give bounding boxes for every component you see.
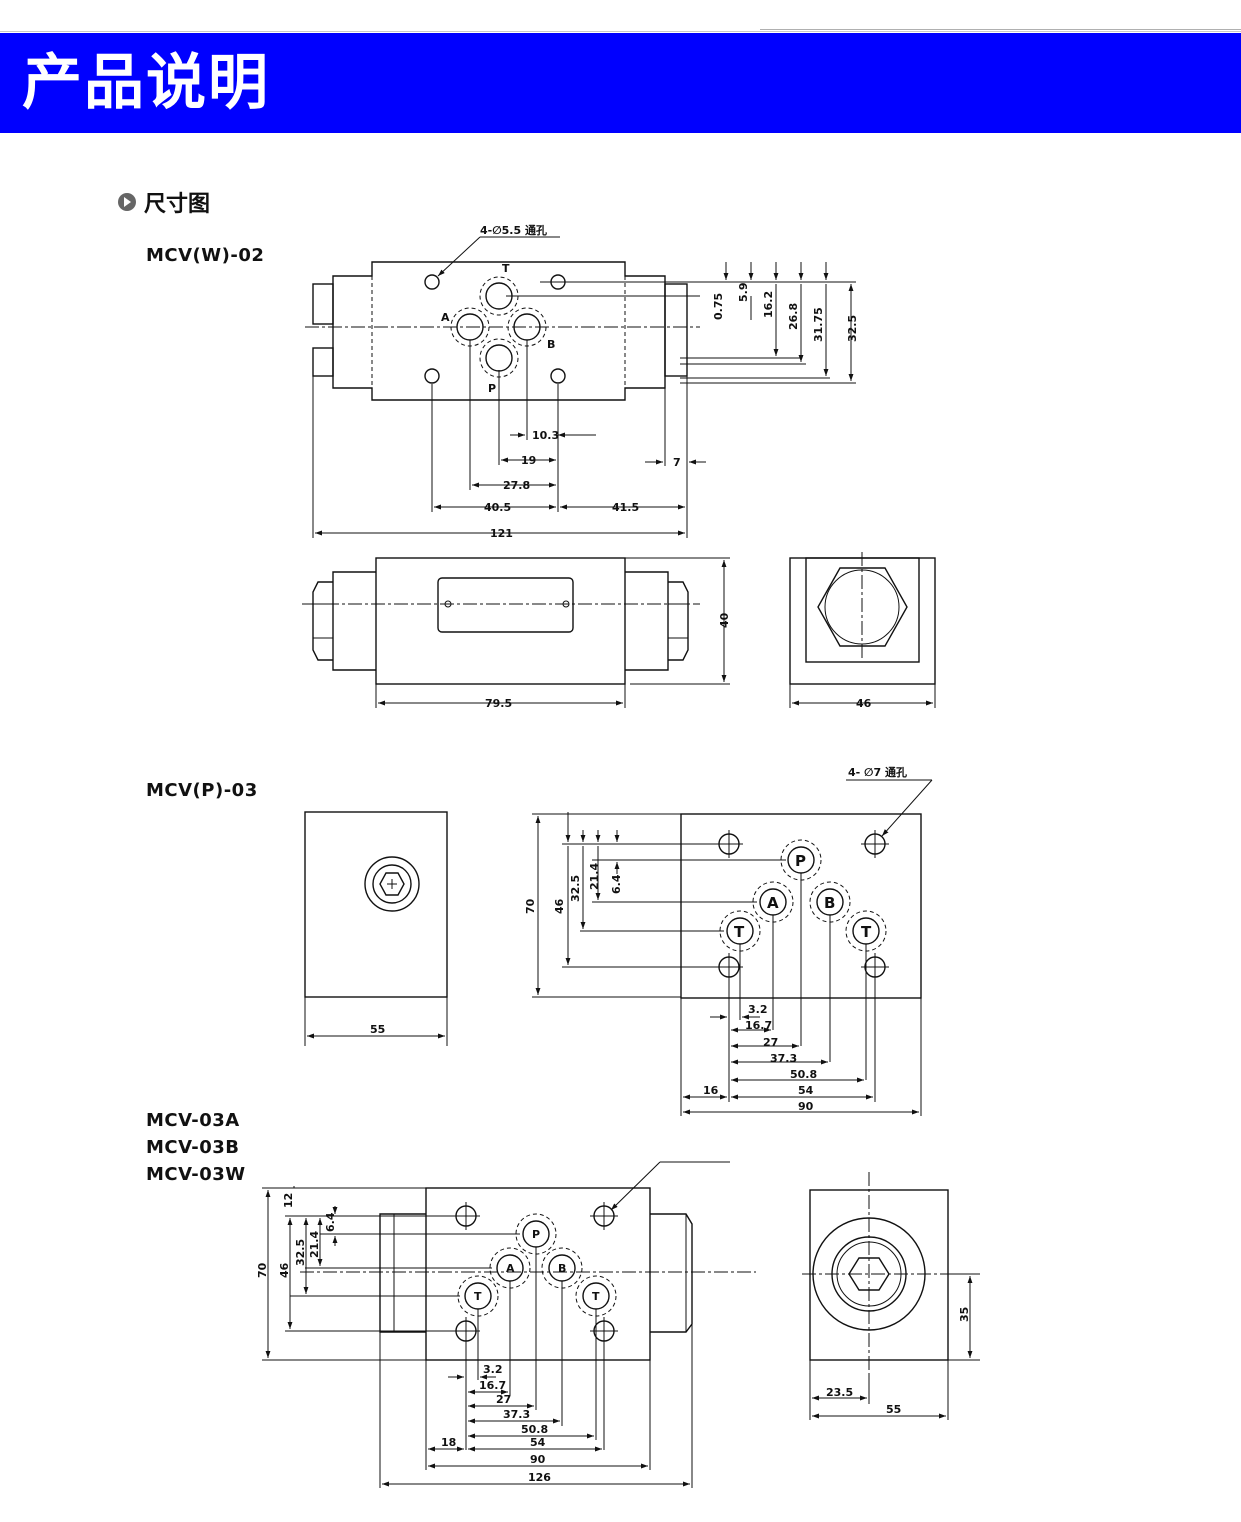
mcvw02-top-nut-right [664, 283, 688, 377]
bullet-play-icon [118, 193, 136, 211]
dim-121: 121 [490, 527, 513, 540]
dim-54: 54 [798, 1084, 814, 1097]
top-rule [0, 31, 1241, 32]
dim-46: 46 [856, 697, 872, 710]
port-label-t: T [861, 923, 872, 941]
mcv03w-top-view: P A B T T 70 46 12 32.5 21.4 6.4 [256, 1161, 756, 1488]
mcvp03-top-view: P A B T T 4- ∅7 通孔 70 46 32.5 21.4 6.4 [524, 766, 933, 1116]
dim-19: 19 [521, 454, 536, 467]
model-label-mcv03b: MCV-03B [146, 1137, 240, 1158]
dim-16-2: 16.2 [762, 291, 775, 318]
model-label-mcvw02: MCV(W)-02 [146, 245, 265, 266]
dim-16-7: 16.7 [479, 1379, 506, 1392]
dim-3-2: 3.2 [748, 1003, 768, 1016]
dim-23-5: 23.5 [826, 1386, 853, 1399]
dim-6-4: 6.4 [610, 874, 623, 894]
dim-50-8: 50.8 [521, 1423, 548, 1436]
mcvw02-top-nut-left-lower [312, 347, 334, 377]
hole-annotation-02: 4-∅5.5 通孔 [480, 224, 547, 237]
port-label-p: P [795, 852, 806, 870]
dim-90: 90 [798, 1100, 814, 1113]
dim-37-3: 37.3 [503, 1408, 530, 1421]
dim-50-8: 50.8 [790, 1068, 817, 1081]
port-label-t: T [734, 923, 745, 941]
dim-21-4: 21.4 [308, 1231, 321, 1258]
port-label-b: B [558, 1262, 566, 1275]
mounting-hole [424, 274, 440, 290]
mcvw02-top-nut-left-upper [312, 283, 334, 325]
mcvw02-front-view: 40 79.5 [302, 557, 731, 710]
mcv03w-side-view: 35 23.5 55 [802, 1172, 980, 1420]
dim-35: 35 [958, 1307, 971, 1322]
dim-26-8: 26.8 [787, 303, 800, 330]
dim-32-5: 32.5 [846, 315, 859, 342]
dim-27-8: 27.8 [503, 479, 530, 492]
section-title: 尺寸图 [144, 192, 211, 217]
model-label-mcv03a: MCV-03A [146, 1110, 240, 1131]
banner-title: 产品说明 [22, 48, 270, 118]
port-label-a: A [506, 1262, 515, 1275]
dim-90: 90 [530, 1453, 546, 1466]
dim-79-5: 79.5 [485, 697, 512, 710]
port-label-p: P [532, 1228, 540, 1241]
dim-12: 12 [282, 1193, 295, 1208]
dim-0-75: 0.75 [712, 293, 725, 320]
mcvw02-side-view: 46 [789, 552, 936, 710]
dim-3-2: 3.2 [483, 1363, 503, 1376]
dim-55: 55 [886, 1403, 901, 1416]
dim-7: 7 [673, 456, 681, 469]
mounting-hole [424, 368, 440, 384]
port-label-a: A [767, 894, 779, 912]
dim-41-5: 41.5 [612, 501, 639, 514]
dim-16: 16 [703, 1084, 719, 1097]
dim-54: 54 [530, 1436, 546, 1449]
port-label-t: T [502, 262, 510, 275]
dim-40-5: 40.5 [484, 501, 511, 514]
dim-70: 70 [524, 898, 537, 914]
mcvp03-side-body [304, 811, 448, 998]
mcv03w-top-body [425, 1187, 651, 1361]
mcv03w-side-body [809, 1189, 949, 1361]
dim-18: 18 [441, 1436, 456, 1449]
dim-21-4: 21.4 [588, 863, 601, 890]
dim-40: 40 [718, 612, 731, 628]
model-label-mcvp03: MCV(P)-03 [146, 780, 258, 801]
mcvw02-top-view: T A B P 4-∅5.5 通孔 0.75 5.9 16.2 26.8 31.… [305, 224, 859, 540]
port-label-t: T [474, 1290, 482, 1303]
dim-32-5: 32.5 [294, 1239, 307, 1266]
dim-46: 46 [278, 1262, 291, 1278]
dim-6-4: 6.4 [324, 1212, 337, 1232]
dim-126: 126 [528, 1471, 551, 1484]
port-label-a: A [441, 311, 450, 324]
hole-annotation-03: 4- ∅7 通孔 [848, 766, 907, 779]
dim-27: 27 [763, 1036, 778, 1049]
dim-5-9: 5.9 [737, 283, 750, 303]
port-label-t: T [592, 1290, 600, 1303]
nameplate [437, 577, 574, 633]
port-label-b: B [824, 894, 835, 912]
top-rule-short [760, 29, 1241, 30]
port-label-b: B [547, 338, 555, 351]
dim-16-7: 16.7 [745, 1019, 772, 1032]
mcvp03-side-view: 55 [304, 811, 448, 1046]
model-label-mcv03w: MCV-03W [146, 1164, 246, 1185]
mounting-hole [550, 368, 566, 384]
dim-32-5: 32.5 [569, 875, 582, 902]
mcvw02-front-body [375, 557, 626, 685]
title-banner: 产品说明 [0, 33, 1241, 133]
port-label-p: P [488, 382, 496, 395]
dim-10-3: 10.3 [532, 429, 559, 442]
dim-27: 27 [496, 1393, 511, 1406]
dim-31-75: 31.75 [812, 307, 825, 342]
section-header: 尺寸图 [118, 188, 211, 217]
hex-socket-icon [379, 872, 405, 896]
dim-46: 46 [553, 898, 566, 914]
dim-55: 55 [370, 1023, 385, 1036]
dim-70: 70 [256, 1262, 269, 1278]
dim-37-3: 37.3 [770, 1052, 797, 1065]
hex-nut-icon [817, 567, 908, 647]
